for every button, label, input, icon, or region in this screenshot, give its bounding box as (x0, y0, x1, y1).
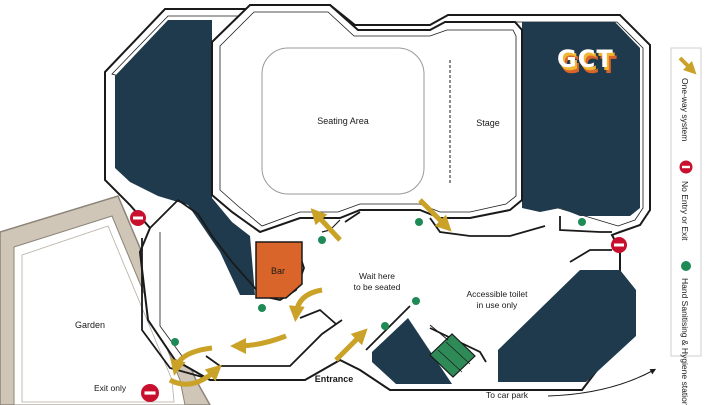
wait-label-2: to be seated (354, 282, 401, 292)
accessible-toilet (429, 324, 476, 378)
auditorium (211, 4, 523, 234)
exit-only-label: Exit only (94, 383, 127, 393)
storage-bottom-middle (372, 318, 452, 384)
one-way-arrows (168, 198, 452, 387)
wait-label-1: Wait here (359, 271, 395, 281)
garden-label: Garden (75, 320, 105, 330)
one-way-icon (678, 56, 697, 75)
bar-label: Bar (271, 266, 285, 276)
arrow-entrance (334, 328, 368, 362)
legend-sanitising: Hand Sanitising & Hygiene station (680, 278, 690, 405)
station-dot (258, 304, 266, 312)
car-park-arrow (547, 368, 657, 397)
legend: One-way system No Entry or Exit Hand San… (670, 47, 702, 405)
car-park-label: To car park (486, 390, 529, 400)
stage-label: Stage (476, 118, 500, 128)
station-dot (578, 218, 586, 226)
sanitising-icon (681, 261, 691, 271)
backstage-right (522, 22, 640, 216)
sanitising-stations (171, 218, 586, 346)
no-entry-icon (141, 384, 159, 402)
toilet-label-2: in use only (477, 300, 518, 310)
svg-text:GCT: GCT (559, 48, 616, 76)
svg-text:GCT: GCT (561, 51, 618, 79)
arrow-from-stage (418, 198, 452, 232)
legend-no-entry: No Entry or Exit (680, 181, 690, 241)
storage-bottom-right (498, 270, 636, 382)
arrow-to-exit (170, 345, 213, 376)
no-entry-icon (130, 210, 146, 226)
station-dot (412, 297, 420, 305)
no-entry-signs (130, 210, 627, 402)
foyer-walls (141, 198, 612, 379)
bar-area (255, 241, 303, 299)
entrance-label: Entrance (315, 374, 354, 384)
backstage-left (115, 20, 255, 295)
arrow-exit-out (168, 364, 222, 387)
arrow-wait (288, 287, 323, 322)
station-dot (381, 322, 389, 330)
station-dot (171, 338, 179, 346)
seating-area-label: Seating Area (317, 116, 369, 126)
no-entry-icon (679, 160, 693, 174)
station-dot (415, 218, 423, 226)
station-dot (318, 236, 326, 244)
legend-one-way: One-way system (680, 78, 690, 141)
arrow-to-seating (310, 208, 342, 242)
no-entry-icon (611, 237, 627, 253)
gct-logo: GCT GCT GCT (557, 45, 618, 79)
arrow-foyer (230, 333, 287, 354)
svg-text:GCT: GCT (557, 45, 614, 73)
toilet-label-1: Accessible toilet (467, 289, 529, 299)
garden-area (0, 195, 211, 405)
